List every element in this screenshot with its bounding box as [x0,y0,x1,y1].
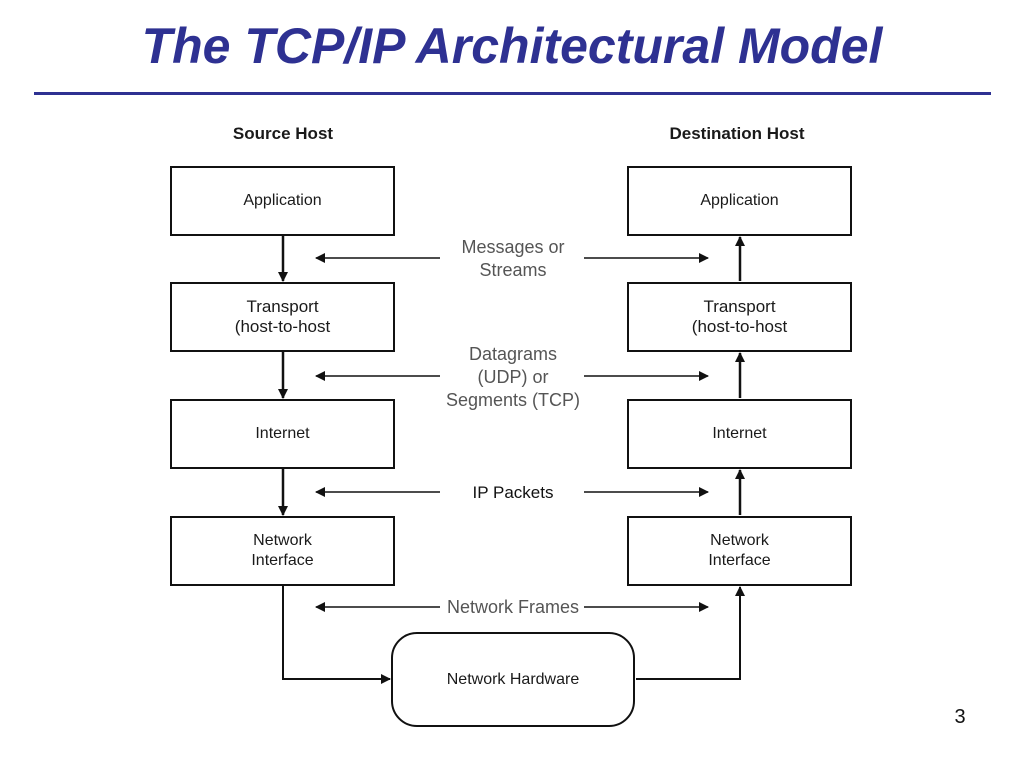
ip-packets-label: IP Packets [403,481,623,504]
destination-host-heading: Destination Host [669,124,805,143]
hardware-to-destination-arrow [636,586,745,680]
datagrams-or-segments-label: Datagrams (UDP) or Segments (TCP) [403,343,623,412]
destination-application-layer: Application [627,166,852,236]
source-network-interface-layer: Network Interface [170,516,395,586]
datagrams-label-line2: (UDP) or [477,367,549,387]
destination-transport-sublabel: (host-to-host [691,317,788,336]
destination-transport-layer: Transport (host-to-host [627,282,852,352]
source-internet-layer: Internet [170,399,395,469]
destination-transport-label: Transport [703,297,776,316]
source-application-layer: Application [170,166,395,236]
network-hardware-box: Network Hardware [391,632,635,727]
messages-label-line2: Streams [479,260,547,280]
source-transport-label: Transport [246,297,319,316]
messages-label-line1: Messages or [461,237,565,257]
destination-internet-label: Internet [712,425,767,442]
destination-network-interface-label-line2: Interface [708,552,771,569]
destination-network-interface-label-line1: Network [710,532,769,549]
source-transport-layer: Transport (host-to-host [170,282,395,352]
ip-packets-label-line1: IP Packets [472,483,554,502]
source-application-label: Application [243,192,322,209]
source-transport-sublabel: (host-to-host [234,317,331,336]
destination-internet-layer: Internet [627,399,852,469]
datagrams-label-line3: Segments (TCP) [445,390,581,410]
source-network-interface-label-line2: Interface [251,552,314,569]
source-host-heading: Source Host [232,124,334,143]
datagrams-label-line1: Datagrams [468,344,558,364]
slide-title: The TCP/IP Architectural Model [141,18,883,74]
page-number: 3 [954,706,966,728]
source-to-hardware-arrow [282,586,391,684]
destination-network-interface-layer: Network Interface [627,516,852,586]
source-network-interface-label-line1: Network [253,532,312,549]
frames-label-line1: Network Frames [446,597,580,617]
messages-or-streams-label: Messages or Streams [403,236,623,282]
source-internet-label: Internet [255,425,310,442]
network-hardware-label: Network Hardware [446,670,580,688]
title-underline [34,92,991,95]
destination-application-label: Application [700,192,779,209]
network-frames-label: Network Frames [403,596,623,619]
